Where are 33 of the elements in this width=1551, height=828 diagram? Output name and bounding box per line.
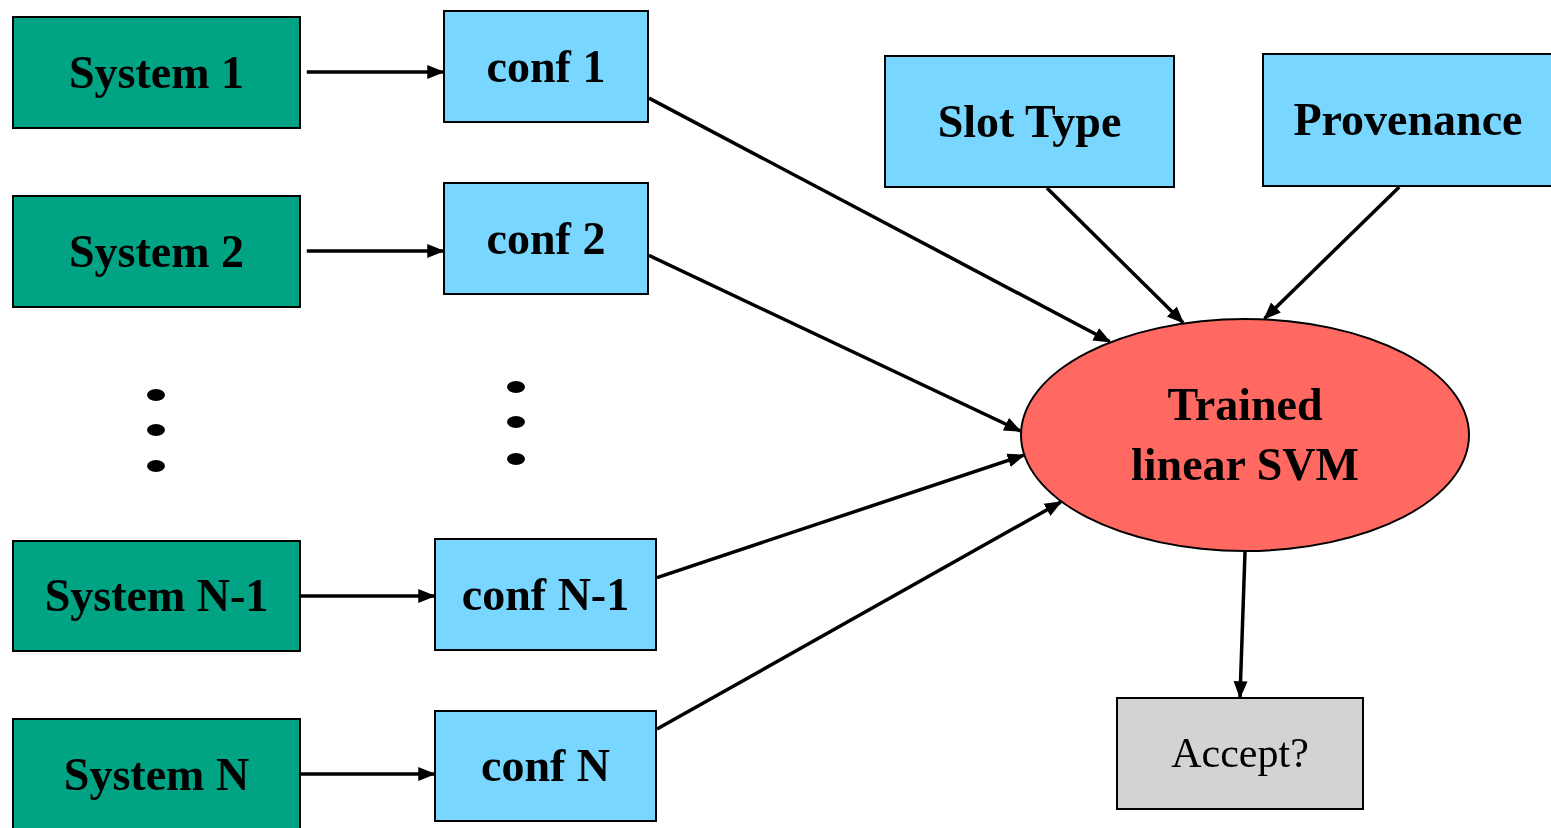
arrow bbox=[656, 500, 1063, 731]
decision-box bbox=[1116, 697, 1364, 810]
node-label: System 2 bbox=[68, 224, 244, 279]
node-label: Trained linear SVM bbox=[1130, 378, 1360, 492]
feature-box bbox=[443, 10, 649, 123]
arrow bbox=[306, 243, 445, 258]
system-box bbox=[12, 16, 301, 129]
arrow bbox=[648, 253, 1022, 433]
node-label: System N-1 bbox=[44, 569, 269, 624]
arrow bbox=[1045, 186, 1185, 324]
system-box bbox=[12, 718, 301, 828]
arrow bbox=[301, 766, 436, 781]
node-label: System 1 bbox=[68, 45, 244, 100]
feature-box bbox=[884, 55, 1175, 188]
node-label: conf N bbox=[480, 739, 610, 794]
node-label: Provenance bbox=[1293, 93, 1523, 148]
arrow bbox=[1263, 185, 1401, 320]
arrow bbox=[1233, 551, 1248, 699]
system-box bbox=[12, 540, 301, 652]
feature-box bbox=[1262, 53, 1551, 187]
feature-box bbox=[434, 710, 657, 822]
node-label: conf 2 bbox=[486, 211, 606, 266]
node-label: Accept? bbox=[1171, 729, 1309, 779]
arrow bbox=[648, 96, 1112, 344]
node-label: Slot Type bbox=[937, 94, 1122, 149]
node-label: conf 1 bbox=[486, 39, 606, 94]
feature-box bbox=[443, 182, 649, 295]
arrow bbox=[301, 588, 436, 603]
node-label: System N bbox=[63, 748, 250, 803]
system-box bbox=[12, 195, 301, 308]
arrow bbox=[306, 65, 445, 80]
feature-box bbox=[434, 538, 657, 651]
node-label: conf N-1 bbox=[461, 567, 630, 622]
